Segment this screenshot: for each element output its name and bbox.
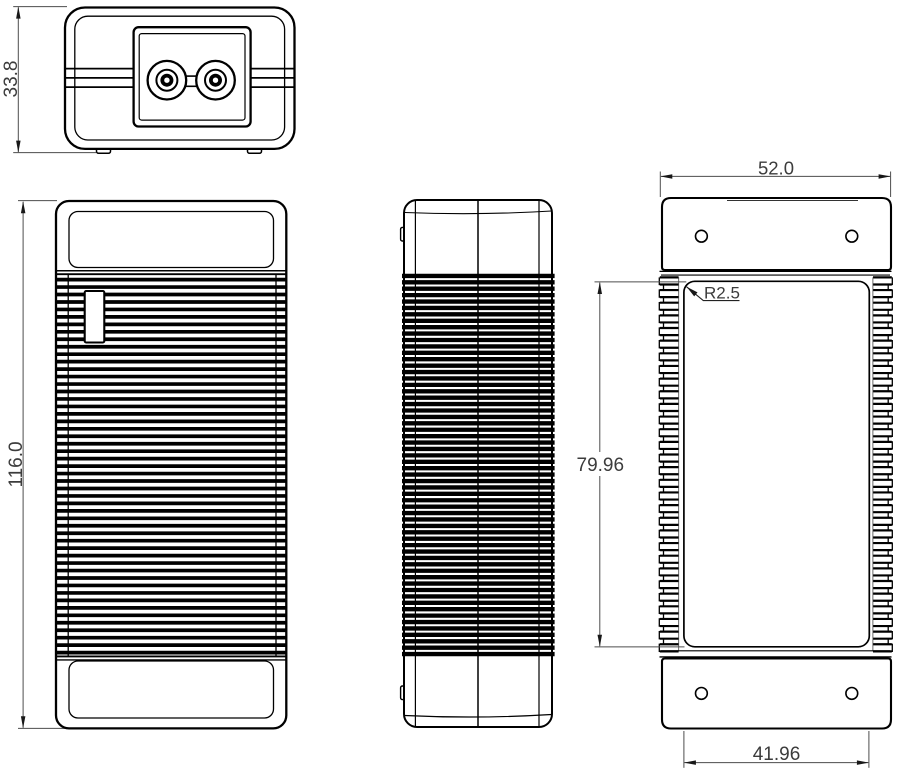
svg-text:R2.5: R2.5 bbox=[704, 284, 740, 303]
svg-text:33.8: 33.8 bbox=[1, 61, 22, 98]
svg-text:116.0: 116.0 bbox=[6, 441, 27, 487]
svg-text:41.96: 41.96 bbox=[753, 744, 801, 765]
svg-text:79.96: 79.96 bbox=[577, 455, 625, 476]
svg-text:52.0: 52.0 bbox=[758, 157, 794, 178]
